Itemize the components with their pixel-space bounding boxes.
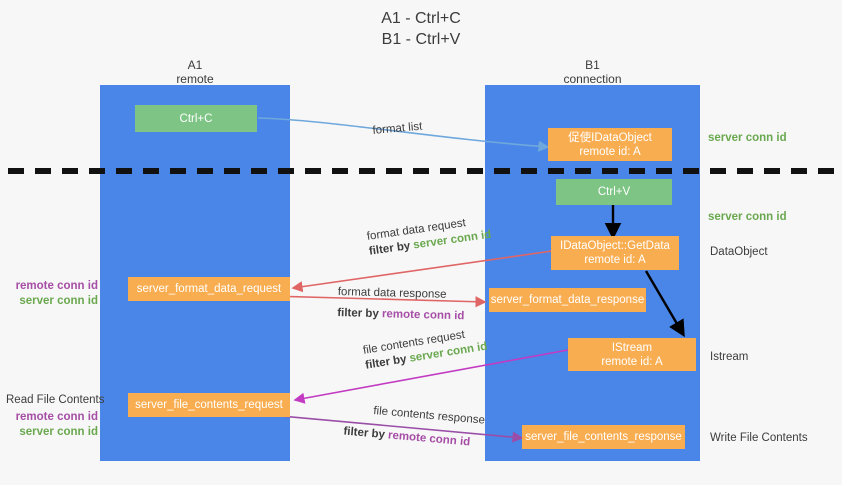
annotation-read-file-contents: Read File Contents [6,394,105,406]
arrow-file-contents-request [293,349,569,404]
node-idataobject[interactable]: 促使IDataObject remote id: A [548,128,672,161]
node-server-file-contents-request-label: server_file_contents_request [135,399,283,411]
node-server-format-data-request-label: server_format_data_request [136,283,282,295]
edge-label-format-data-response-group: format data response filter by remote co… [337,285,465,324]
annotation-server-conn-id-top: server conn id [708,132,787,144]
annotation-istream: Istream [710,351,749,363]
node-idataobject-getdata[interactable]: IDataObject::GetData remote id: A [551,236,679,270]
node-server-format-data-response-label: server_format_data_response [490,294,645,306]
node-istream-remote-id: remote id: A [601,355,663,368]
node-istream-label: IStream [611,341,653,354]
node-ctrl-c-label: Ctrl+C [179,112,213,125]
title-line-1: A1 - Ctrl+C [381,10,461,27]
lane-b1-sub: connection [563,72,622,86]
filter-by-text-4: filter by [342,425,389,442]
title-line-2: B1 - Ctrl+V [381,31,461,48]
arrow-getdata-to-istream [644,270,685,338]
node-idataobject-getdata-remote-id: remote id: A [584,254,646,266]
node-server-file-contents-response-label: server_file_contents_response [525,431,682,443]
node-server-file-contents-request[interactable]: server_file_contents_request [128,393,290,417]
annotation-server-conn-id-1: server conn id [19,295,98,307]
edge-label-format-data-response: format data response [337,285,447,301]
lane-a1-name: A1 [187,58,203,72]
lane-b1-name: B1 [585,58,600,72]
lane-header-b1: B1 connection [485,58,700,86]
node-ctrl-v-label: Ctrl+V [597,186,631,198]
filter-by-text-2: filter by [337,306,383,321]
node-ctrl-c[interactable]: Ctrl+C [135,105,257,132]
annotation-remote-conn-id-1: remote conn id [15,280,98,292]
annotation-server-conn-id-mid: server conn id [708,211,787,223]
node-ctrl-v[interactable]: Ctrl+V [556,179,672,205]
lane-a1-sub: remote [176,72,214,86]
arrow-format-list [257,117,550,152]
annotation-write-file-contents: Write File Contents [710,432,808,444]
annotation-conn-ids-file: remote conn id server conn id [6,410,98,440]
node-idataobject-label: 促使IDataObject [568,131,652,144]
annotation-remote-conn-id-2: remote conn id [15,411,98,423]
annotation-server-conn-id-2: server conn id [19,426,98,438]
node-istream[interactable]: IStream remote id: A [568,338,696,371]
lane-header-a1: A1 remote [100,58,290,86]
arrow-format-data-request [291,250,553,293]
node-idataobject-getdata-label: IDataObject::GetData [560,240,670,252]
remote-conn-id-text-1: remote conn id [381,308,465,323]
node-server-format-data-request[interactable]: server_format_data_request [128,277,290,301]
annotation-conn-ids-format: remote conn id server conn id [6,279,98,309]
node-idataobject-remote-id: remote id: A [579,145,641,158]
node-server-file-contents-response[interactable]: server_file_contents_response [522,425,685,449]
annotation-dataobject: DataObject [710,246,768,258]
page-title: A1 - Ctrl+C B1 - Ctrl+V [0,8,842,50]
node-server-format-data-response[interactable]: server_format_data_response [489,288,646,312]
